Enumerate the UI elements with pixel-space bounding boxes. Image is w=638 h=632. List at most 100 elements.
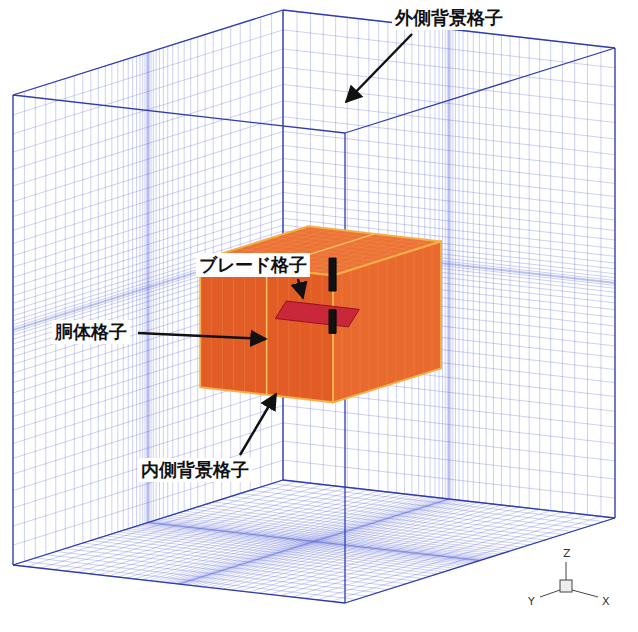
grid-line (539, 39, 540, 509)
blade-grid (329, 310, 336, 334)
grid-line (270, 509, 540, 594)
inner-grid-line (405, 253, 406, 380)
grid-line (24, 561, 356, 599)
grid-line (132, 57, 133, 527)
part-label: 内側背景格子 (138, 458, 252, 482)
grid-line (46, 555, 378, 593)
grid-line (240, 506, 510, 591)
grid-line (550, 41, 551, 511)
grid-line (493, 34, 494, 504)
inner-grid-line (378, 261, 379, 388)
fuselage-grid (275, 301, 359, 327)
inner-grid-line (233, 264, 234, 391)
inner-grid-line (321, 274, 322, 401)
inner-grid-line (211, 262, 212, 389)
leader-arrow (240, 394, 276, 455)
grid-line (467, 31, 468, 501)
grid-line (123, 530, 455, 568)
grid-line (283, 30, 615, 68)
inner-grid-line (288, 270, 289, 397)
part-label: ブレード格子 (196, 253, 310, 277)
grid-line (283, 192, 615, 230)
grid-line (473, 32, 474, 502)
inner-grid-line (423, 247, 424, 374)
grid-line (479, 32, 480, 502)
inner-grid-line (360, 267, 361, 394)
grid-line (615, 48, 616, 518)
grid-line (13, 95, 14, 565)
grid-line (283, 101, 615, 139)
grid-line (13, 30, 283, 115)
grid-line (117, 62, 118, 532)
grid-line (318, 515, 588, 600)
grid-line (65, 79, 66, 549)
grid-line (55, 82, 56, 552)
outer-cube-edge (13, 95, 345, 133)
outer-cube-edge (13, 480, 283, 565)
grid-line (249, 507, 519, 592)
grid-line (574, 43, 575, 513)
grid-line (13, 171, 283, 256)
background-grid-lines (13, 10, 615, 603)
inner-grid-line (369, 264, 370, 391)
grid-line (283, 171, 615, 209)
grid-line (231, 505, 501, 590)
grid-line (13, 117, 283, 202)
grid-line (83, 543, 415, 581)
grid-line (111, 64, 112, 534)
grid-line (600, 46, 601, 516)
axis-triad (540, 562, 598, 597)
grid-line (98, 68, 99, 538)
grid-line (283, 145, 615, 183)
part-label: 外側背景格子 (392, 6, 506, 30)
grid-line (283, 182, 615, 220)
grid-line (281, 511, 551, 596)
grid-line (91, 541, 423, 579)
inner-grid-line (396, 256, 397, 383)
leader-arrow (298, 279, 303, 298)
inner-grid-line (342, 273, 343, 400)
grid-line (283, 117, 615, 155)
grid-line (35, 88, 36, 558)
outer-cube-edge (614, 48, 615, 518)
grid-line (529, 38, 530, 508)
grid-line (13, 101, 283, 186)
outer-cube-edge (12, 95, 13, 565)
grid-line (112, 534, 444, 572)
grid-line (455, 30, 456, 500)
grid-line (144, 53, 145, 523)
outer-cube-edge (345, 518, 615, 603)
grid-line (292, 512, 562, 597)
grid-line (139, 55, 140, 525)
grid-line (136, 56, 137, 526)
grid-line (24, 91, 25, 561)
outer-cube-edge (13, 565, 345, 603)
grid-line (331, 516, 601, 601)
grid-line (123, 60, 124, 530)
grid-line (13, 145, 283, 230)
axis-label: X (601, 596, 611, 608)
axis-label: Z (562, 548, 572, 560)
inner-grid-line (277, 269, 278, 396)
grid-line (82, 73, 83, 543)
inner-grid-line (255, 267, 256, 394)
grid-line (345, 518, 615, 603)
grid-line (146, 53, 147, 523)
grid-line (147, 53, 148, 523)
grid-line (259, 508, 529, 593)
grid-line (98, 538, 430, 576)
leader-arrow (346, 34, 412, 102)
inner-grid-line (387, 258, 388, 385)
grid-line (501, 35, 502, 505)
grid-line (486, 33, 487, 503)
inner-grid-line (222, 263, 223, 390)
inner-grid-line (300, 238, 408, 272)
grid-line (105, 66, 106, 536)
inner-grid-line (414, 250, 415, 377)
grid-line (13, 84, 283, 169)
grid-line (90, 71, 91, 541)
grid-line (283, 67, 615, 105)
